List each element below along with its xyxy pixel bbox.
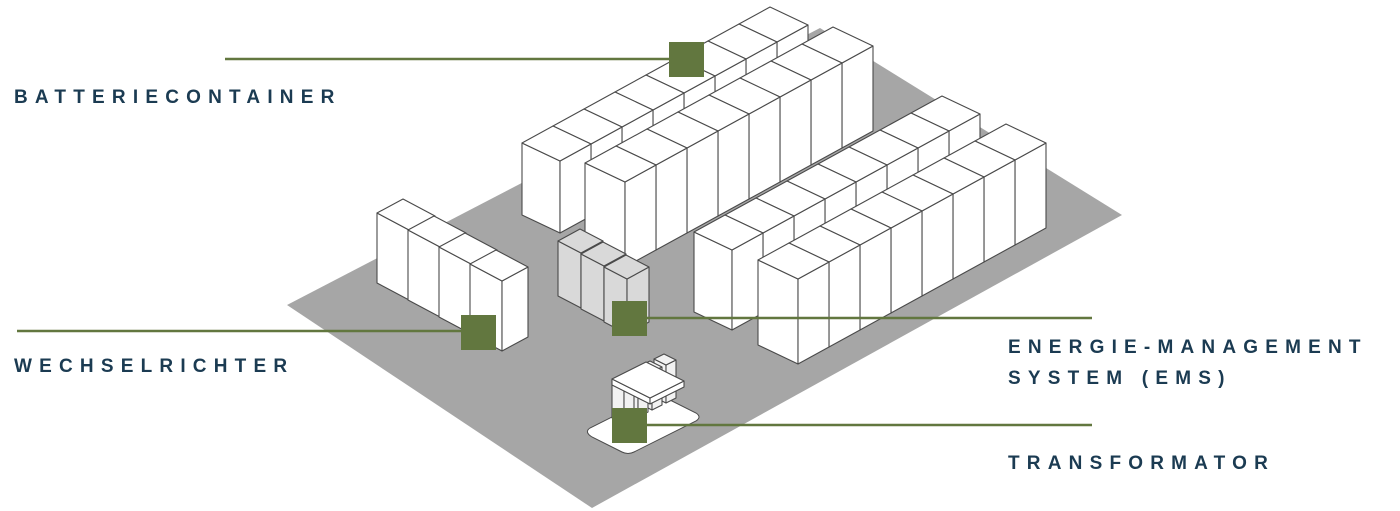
battery-container-side-face xyxy=(779,79,812,183)
label-ems-line1: ENERGIE-MANAGEMENT xyxy=(1008,337,1368,358)
battery-container-side-face xyxy=(952,176,985,280)
label-ems-line2: SYSTEM (EMS) xyxy=(1008,368,1232,389)
battery-container-side-face xyxy=(921,193,954,297)
transformer-top xyxy=(611,361,685,405)
battery-container xyxy=(693,214,764,331)
transformer-top-top-face xyxy=(611,361,685,399)
battery-container-side-face xyxy=(1014,142,1047,246)
label-transformator: TRANSFORMATOR xyxy=(1008,453,1276,474)
ems-cabinet-top-face xyxy=(603,254,650,280)
inverter-cabinet-side-face xyxy=(501,266,529,352)
callout-marker-batteriecontainer xyxy=(669,42,704,77)
battery-container-side-face xyxy=(717,113,750,217)
callout-marker-wechselrichter xyxy=(461,315,496,350)
battery-container-side-face xyxy=(686,130,719,234)
battery-container-top-face xyxy=(693,214,764,251)
battery-container-top-face xyxy=(521,125,592,162)
inverter-cabinet-top-face xyxy=(469,249,529,282)
label-wechselrichter: WECHSELRICHTER xyxy=(14,356,295,377)
battery-container-side-face xyxy=(655,147,688,251)
battery-container xyxy=(521,125,592,234)
callout-marker-transformator xyxy=(612,408,647,443)
battery-container-side-face xyxy=(983,159,1016,263)
battery-container-side-face xyxy=(841,45,874,149)
battery-container-side-face xyxy=(748,96,781,200)
battery-container-top-face xyxy=(757,242,830,280)
ems-cabinet-top-face xyxy=(557,228,604,254)
ems-cabinet-top-face xyxy=(580,241,627,267)
callout-marker-ems xyxy=(612,301,647,336)
battery-container-side-face xyxy=(828,244,861,348)
battery-container-side-face xyxy=(890,210,923,314)
transformer-fin-top-face xyxy=(653,353,677,366)
battery-container-side-face xyxy=(810,62,843,166)
battery-container-top-face xyxy=(584,145,657,183)
battery-container-side-face xyxy=(797,261,830,365)
battery-container-side-face xyxy=(624,164,657,268)
label-batteriecontainer: BATTERIECONTAINER xyxy=(14,87,342,108)
battery-container xyxy=(757,242,830,365)
battery-container-side-face xyxy=(859,227,892,331)
